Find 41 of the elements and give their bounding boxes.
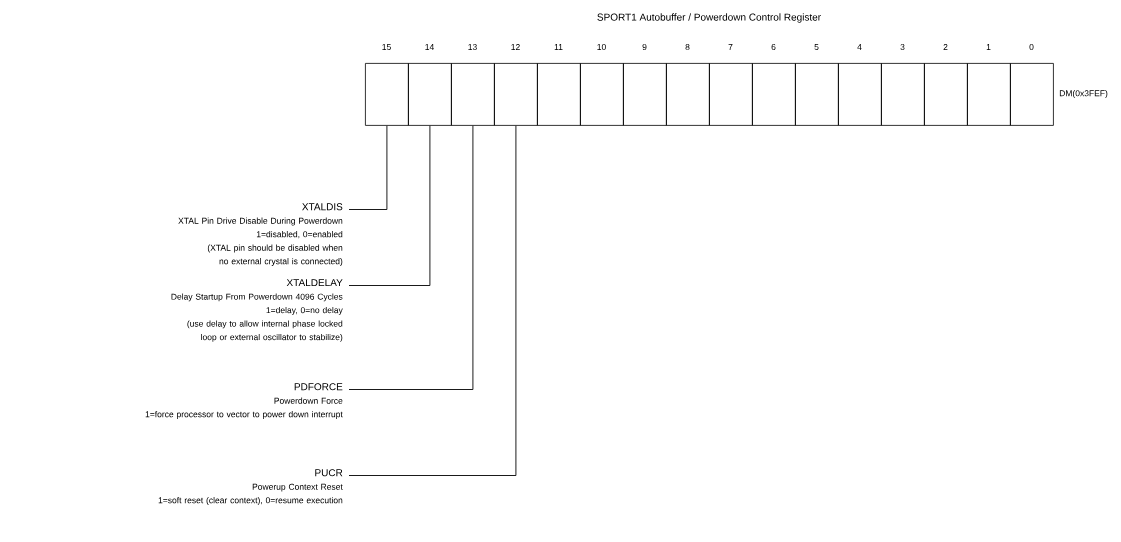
field-description: PDFORCE Powerdown Force 1=force processor to vector to power down interrupt — [145, 383, 343, 419]
register-bit-cell — [967, 63, 1011, 126]
register-bit-cell — [838, 63, 882, 126]
title: SPORT1 Autobuffer / Powerdown Control Register — [597, 13, 821, 23]
bit-number: 0 — [1029, 44, 1034, 50]
register-bit-cell — [666, 63, 710, 126]
bit-number: 6 — [771, 44, 776, 50]
bit-number: 11 — [554, 44, 563, 50]
bit-number: 5 — [814, 44, 819, 50]
register-bit-cell — [408, 63, 452, 126]
register-bit-cell — [580, 63, 624, 126]
leader-line — [348, 125, 388, 210]
register-bit-cell — [924, 63, 968, 126]
field-description: XTALDELAY Delay Startup From Powerdown 4096 Cycles 1=delay, 0=no delay (use delay to allow internal phase locked loop or external oscillator to stabilize) — [171, 279, 343, 342]
field-description: PUCR Powerup Context Reset 1=soft reset (clear context), 0=resume execution — [158, 469, 343, 505]
bit-number: 14 — [425, 44, 434, 50]
register-bit-cell — [537, 63, 581, 126]
bit-number: 2 — [943, 44, 948, 50]
bit-number: 10 — [597, 44, 606, 50]
register-bit-cell — [623, 63, 667, 126]
register-bit-cell — [709, 63, 753, 126]
register-bit-cell — [494, 63, 538, 126]
bit-number: 13 — [468, 44, 477, 50]
bit-number: 12 — [511, 44, 520, 50]
bit-number: 4 — [857, 44, 862, 50]
register-bit-cell — [795, 63, 839, 126]
bit-number: 15 — [382, 44, 391, 50]
leader-line — [348, 125, 474, 390]
field-description: XTALDIS XTAL Pin Drive Disable During Powerdown 1=disabled, 0=enabled (XTAL pin should be disabled when no external crystal is connected) — [178, 203, 343, 266]
bit-number: 8 — [685, 44, 690, 50]
register-bit-cell — [365, 63, 409, 126]
bit-number: 7 — [728, 44, 733, 50]
bit-number: 3 — [900, 44, 905, 50]
register-bit-cell — [1010, 63, 1054, 126]
register-bit-cell — [752, 63, 796, 126]
bit-number: 1 — [986, 44, 991, 50]
leader-line — [348, 125, 431, 286]
register-bit-cell — [881, 63, 925, 126]
leader-line — [348, 125, 517, 476]
bit-number: 9 — [642, 44, 647, 50]
register-bit-cell — [451, 63, 495, 126]
